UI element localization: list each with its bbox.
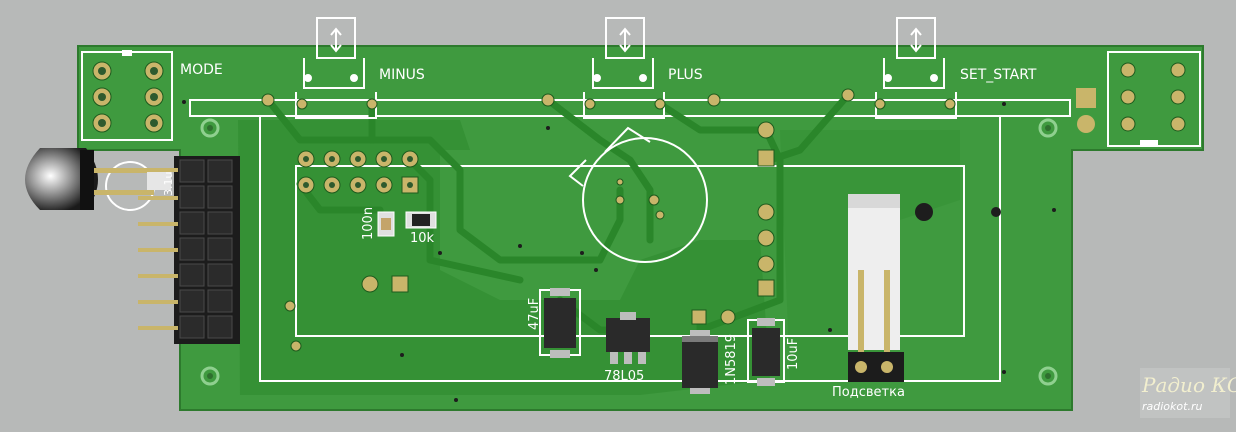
mounting-hole-centers <box>207 125 1051 379</box>
diode-pads <box>691 309 736 325</box>
small-pads <box>284 178 660 352</box>
right-connector <box>1076 51 1201 147</box>
label-1N5819: 1N5819 <box>724 334 739 385</box>
label-10uF: 10uF <box>786 338 801 370</box>
label-100n: 100n <box>361 207 376 240</box>
angled-header <box>138 156 240 344</box>
label-47uF: 47uF <box>527 298 542 330</box>
buzzer-outline <box>568 126 708 263</box>
lcd-header-holes <box>303 156 413 188</box>
two-pin-pads <box>361 275 409 293</box>
buzzer-pads <box>615 195 665 220</box>
diode-1N5819 <box>682 330 718 394</box>
cap-10uF <box>747 318 785 386</box>
lcd-outline <box>259 115 1001 382</box>
cap-47uF <box>539 288 581 358</box>
led <box>25 148 171 211</box>
mounting-holes <box>200 118 1058 386</box>
label-sensor: 3.1u <box>162 172 175 196</box>
mode-header <box>81 50 173 141</box>
minus-label: MINUS <box>379 67 425 83</box>
backlight-connector <box>848 194 904 382</box>
vias <box>182 100 1056 402</box>
label-backlight: Подсветка <box>832 385 905 400</box>
watermark-url: radiokot.ru <box>1142 400 1202 413</box>
set-start-label: SET_START <box>960 67 1037 83</box>
watermark-badge <box>1140 368 1230 418</box>
switch-pads <box>261 88 956 110</box>
vertical-header <box>757 121 775 297</box>
label-78L05: 78L05 <box>604 369 644 384</box>
mode-label: MODE <box>180 62 223 78</box>
plus-label: PLUS <box>668 67 703 83</box>
reg-78L05 <box>606 312 650 364</box>
smd-10k <box>405 211 437 229</box>
watermark-title: Радио КОТ <box>1141 373 1236 397</box>
label-10k: 10k <box>410 231 435 246</box>
smd-100n <box>377 211 395 237</box>
